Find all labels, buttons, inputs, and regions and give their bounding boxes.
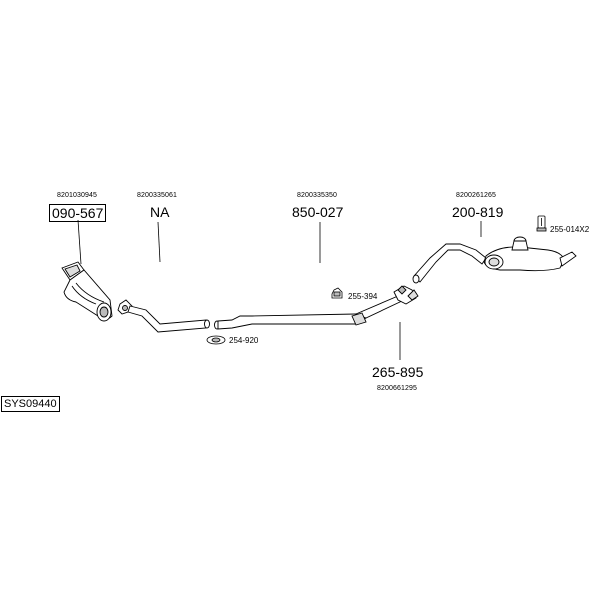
small-part-code[interactable]: 254-920 <box>229 336 259 345</box>
flange-connector <box>393 285 419 305</box>
system-code: SYS09440 <box>1 396 60 412</box>
oem-number: 8200661295 <box>377 385 417 392</box>
rear-silencer <box>412 236 577 284</box>
part-number-label[interactable]: 850-027 <box>292 204 344 220</box>
small-part-code[interactable]: 255-394 <box>348 292 378 301</box>
flange-gasket-icon <box>206 335 226 345</box>
rubber-mount-icon <box>536 215 547 232</box>
oem-number: 8201030945 <box>57 192 97 199</box>
part-number-label[interactable]: 200-819 <box>452 204 504 220</box>
catalytic-converter <box>61 261 113 322</box>
leader-na <box>157 221 161 263</box>
front-pipe <box>117 299 210 333</box>
part-number-label[interactable]: NA <box>150 204 170 220</box>
part-number-label[interactable]: 090-567 <box>49 204 107 222</box>
oem-number: 8200261265 <box>456 192 496 199</box>
intermediate-pipe <box>214 295 403 330</box>
oem-number: 8200335061 <box>137 192 177 199</box>
part-number-label[interactable]: 265-895 <box>372 364 424 380</box>
leader-090-567 <box>77 219 82 265</box>
mount-bracket-icon <box>331 287 343 299</box>
oem-number: 8200335350 <box>297 192 337 199</box>
small-part-code[interactable]: 255-014X2 <box>550 225 590 234</box>
